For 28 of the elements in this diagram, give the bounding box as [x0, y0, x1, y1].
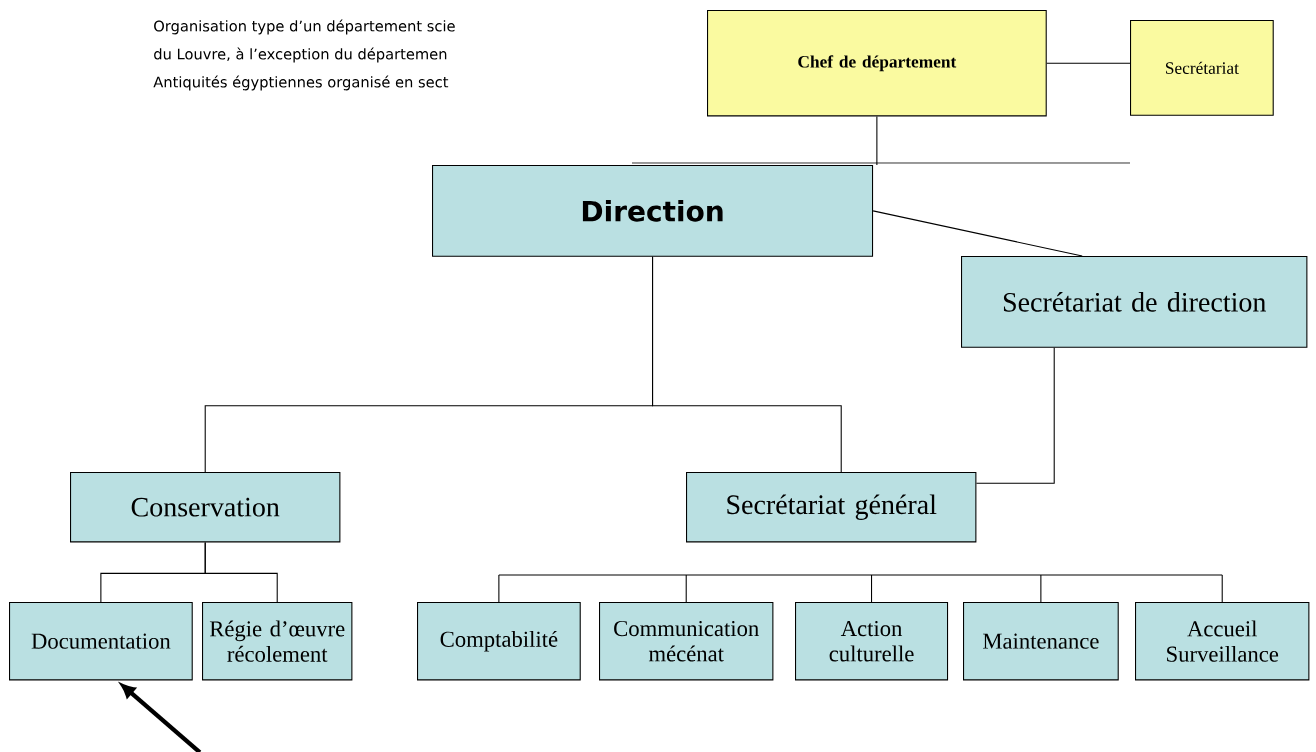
note-text: Antiquités égyptiennes organisé en sect	[153, 75, 449, 91]
unit-box: Secrétariat général	[686, 472, 977, 543]
note-text: du Louvre, à l’exception du départemen	[154, 47, 447, 63]
note-text: Organisation type d’un département scie	[154, 19, 455, 35]
service-box: Régie d’œuvre récolement	[202, 602, 353, 681]
connector-line	[871, 574, 873, 603]
office-box: Secrétariat de direction	[961, 256, 1308, 348]
arrow	[121, 683, 202, 752]
connector-line	[652, 256, 842, 473]
service-box: Action culturelle	[795, 602, 949, 681]
connector-line	[975, 347, 1055, 484]
service-box: Maintenance	[963, 602, 1119, 681]
head-box: Chef de département	[707, 10, 1047, 117]
connector-line	[685, 574, 687, 603]
unit-box: Conservation	[70, 472, 341, 543]
management-box: Direction	[432, 165, 874, 257]
connector-line	[204, 541, 278, 603]
service-box: Accueil Surveillance	[1135, 602, 1310, 681]
office-box: Secrétariat	[1130, 20, 1274, 116]
connector-line	[1040, 574, 1042, 603]
connector-line	[1046, 62, 1131, 64]
service-box: Documentation	[9, 602, 193, 681]
service-box: Comptabilité	[417, 602, 581, 681]
connector-line	[1221, 574, 1223, 603]
connector-line	[872, 210, 1083, 257]
connector-line	[498, 574, 500, 603]
service-box: Communication mécénat	[599, 602, 774, 681]
connector-line	[876, 115, 878, 166]
